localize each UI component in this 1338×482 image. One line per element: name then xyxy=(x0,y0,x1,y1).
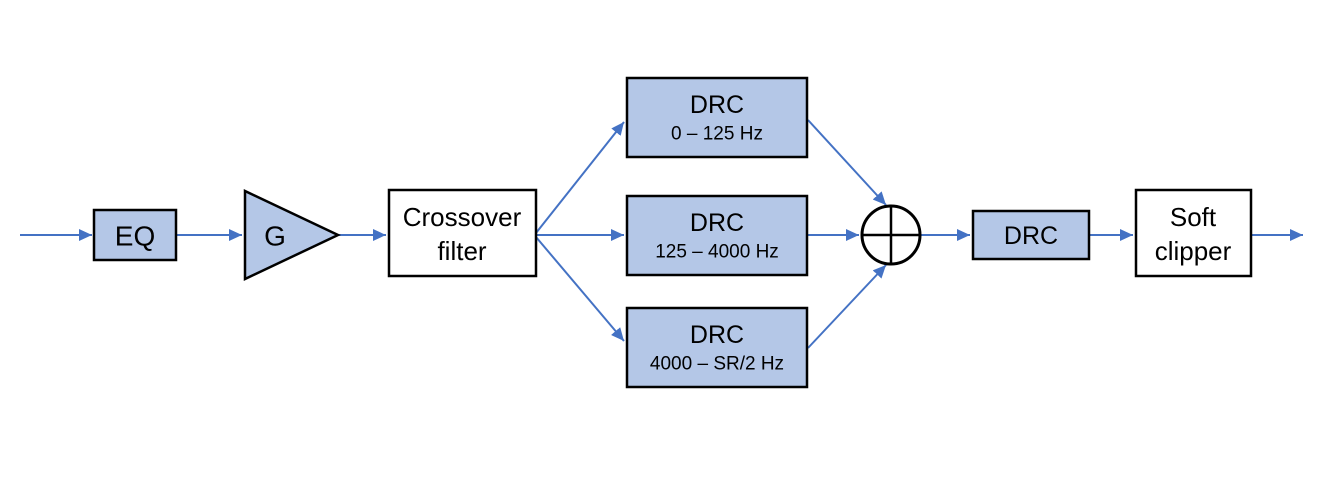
sum-junction-icon xyxy=(860,204,922,266)
soft-clipper-label-line1: Soft xyxy=(1170,202,1217,232)
eq-label: EQ xyxy=(115,221,155,252)
eq-block xyxy=(92,208,178,262)
gain-triangle xyxy=(243,189,341,281)
arrow-drc-high-to-sum xyxy=(807,264,887,349)
drc-post-block xyxy=(971,209,1091,261)
drc-mid-title: DRC xyxy=(690,209,744,237)
drc-high-title: DRC xyxy=(690,321,744,349)
soft-clipper-label-line2: clipper xyxy=(1155,236,1232,266)
drc-mid-block xyxy=(625,194,809,277)
drc-mid-range: 125 – 4000 Hz xyxy=(655,242,779,263)
drc-low-title: DRC xyxy=(690,91,744,119)
arrow-crossover-to-drc-low xyxy=(535,121,625,234)
soft-clipper-block xyxy=(1134,188,1253,278)
arrow-crossover-to-drc-high xyxy=(535,236,625,342)
drc-low-block xyxy=(625,76,809,159)
crossover-label-line2: filter xyxy=(437,236,486,266)
crossover-label-line1: Crossover xyxy=(403,202,522,232)
gain-label: G xyxy=(264,221,286,252)
drc-high-range: 4000 – SR/2 Hz xyxy=(650,354,784,375)
arrow-drc-low-to-sum xyxy=(807,119,887,206)
drc-low-range: 0 – 125 Hz xyxy=(671,124,763,145)
drc-post-label: DRC xyxy=(1004,222,1058,250)
crossover-block xyxy=(387,188,538,278)
drc-high-block xyxy=(625,306,809,389)
